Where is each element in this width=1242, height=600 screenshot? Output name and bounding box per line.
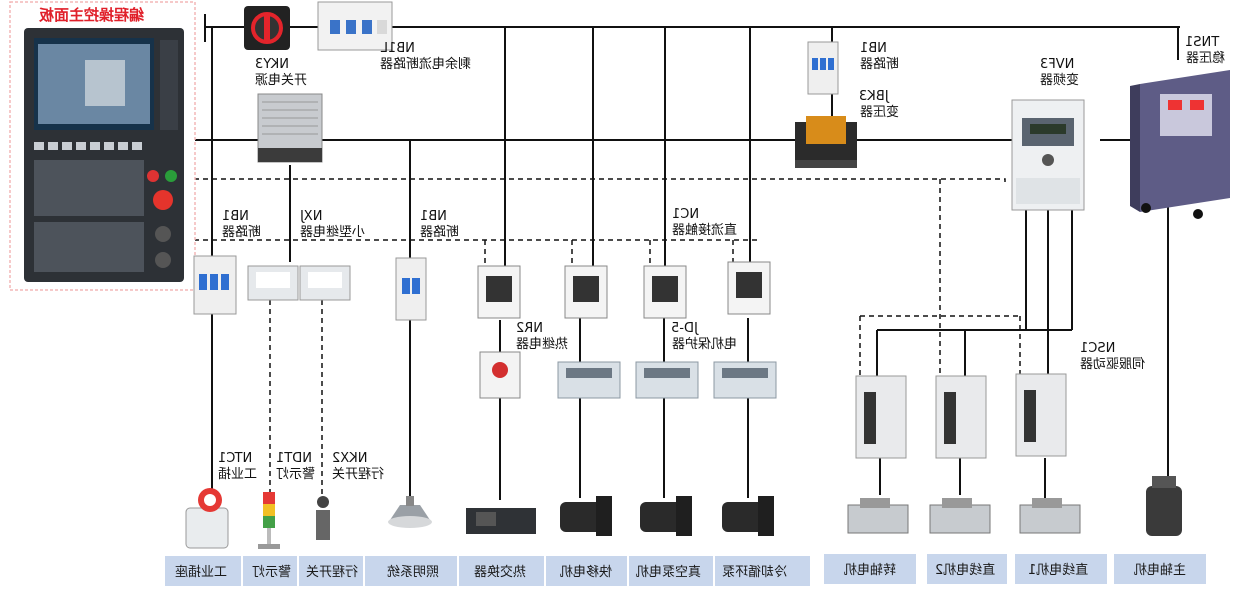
cat-industrial-socket: 工业插座 bbox=[175, 565, 227, 580]
label-ndt1: NDT1 警示灯 bbox=[276, 451, 315, 482]
svg-text:NR2: NR2 bbox=[516, 321, 543, 336]
jbk3-transformer bbox=[795, 116, 857, 168]
svg-text:电机保护器: 电机保护器 bbox=[672, 337, 737, 352]
svg-text:JD-5: JD-5 bbox=[671, 321, 699, 336]
label-nxj: NXJ 小型继电器 bbox=[300, 209, 365, 240]
tns1-stabilizer bbox=[1130, 70, 1230, 219]
nb1l-rcd bbox=[317, 1, 393, 51]
nb1-breaker-top bbox=[807, 41, 839, 95]
device-labels: NKY3 开关电源 NB1L 剩余电流断路器 NB1 断路器 JBK3 变压器 … bbox=[218, 35, 1225, 482]
cat-lighting-system: 照明系统 bbox=[387, 565, 439, 580]
cat-cooling-pump: 冷却循环泵 bbox=[722, 565, 787, 580]
svg-text:工业插: 工业插 bbox=[218, 467, 257, 482]
panel-title: 编程操控主面板 bbox=[38, 6, 144, 24]
svg-text:稳压器: 稳压器 bbox=[1186, 50, 1225, 66]
svg-text:JBK3: JBK3 bbox=[859, 89, 890, 104]
svg-text:NKY3: NKY3 bbox=[255, 57, 289, 72]
cat-heat-exchanger: 热交换器 bbox=[474, 564, 526, 580]
cat-vacuum-pump-motor: 真空泵电机 bbox=[636, 565, 701, 580]
cat-spindle-motor: 主轴电机 bbox=[1134, 563, 1186, 578]
power-supply bbox=[257, 93, 323, 163]
svg-text:NDT1: NDT1 bbox=[276, 451, 312, 466]
wires bbox=[185, 14, 1180, 500]
nky3-switch bbox=[244, 6, 290, 50]
loads bbox=[185, 476, 1182, 549]
svg-text:警示灯: 警示灯 bbox=[276, 466, 315, 482]
label-nsc1: NSC1 伺服驱动器 bbox=[1080, 341, 1145, 372]
label-nb1l: NB1L 剩余电流断路器 bbox=[380, 41, 471, 72]
label-nr2: NR2 热继电器 bbox=[516, 321, 568, 352]
svg-text:NSC1: NSC1 bbox=[1080, 341, 1115, 356]
contactors bbox=[477, 261, 771, 319]
label-ntc1: NTC1 工业插 bbox=[218, 451, 257, 482]
svg-text:行程开关: 行程开关 bbox=[332, 467, 384, 482]
label-tns1: TNS1 稳压器 bbox=[1185, 35, 1225, 66]
svg-text:NVF3: NVF3 bbox=[1040, 57, 1074, 72]
svg-text:NB1: NB1 bbox=[222, 209, 249, 224]
nb1-breaker-a bbox=[193, 255, 237, 315]
control-panel: 编程操控主面板 bbox=[9, 1, 196, 291]
label-nky3: NKY3 开关电源 bbox=[255, 57, 307, 88]
label-nvf3: NVF3 变频器 bbox=[1040, 57, 1079, 88]
label-jd5: JD-5 电机保护器 bbox=[671, 321, 737, 352]
cat-warning-light: 警示灯 bbox=[252, 564, 291, 580]
svg-text:TNS1: TNS1 bbox=[1185, 35, 1220, 50]
nr2-thermal-relay bbox=[479, 351, 521, 399]
svg-text:变频器: 变频器 bbox=[1040, 72, 1079, 88]
nvf3-inverter bbox=[1011, 99, 1085, 211]
svg-text:断路器: 断路器 bbox=[420, 224, 459, 240]
cat-rotary-motor: 转轴电机 bbox=[844, 563, 896, 578]
svg-text:NB1L: NB1L bbox=[380, 41, 415, 56]
label-nb1-a: NB1 断路器 bbox=[222, 209, 261, 240]
jd5-protectors bbox=[557, 361, 777, 399]
svg-text:小型继电器: 小型继电器 bbox=[300, 225, 365, 240]
cat-linear-motor-1: 直线电机1 bbox=[1028, 563, 1088, 578]
label-jbk3: JBK3 变压器 bbox=[859, 89, 899, 120]
label-nkx2: NKX2 行程开关 bbox=[332, 451, 384, 482]
svg-text:开关电源: 开关电源 bbox=[255, 73, 307, 88]
bottom-bar-left: 工业插座 警示灯 行程开关 照明系统 热交换器 快移电机 真空泵电机 冷却循环泵 bbox=[165, 556, 810, 586]
nxj-relay-1 bbox=[247, 265, 299, 301]
svg-text:NTC1: NTC1 bbox=[218, 451, 252, 466]
cat-limit-switch: 行程开关 bbox=[306, 565, 358, 580]
nb1-breaker-b bbox=[395, 257, 427, 321]
label-nb1-b: NB1 断路器 bbox=[420, 209, 459, 240]
svg-text:变压器: 变压器 bbox=[860, 104, 899, 120]
svg-text:NC1: NC1 bbox=[672, 207, 699, 222]
svg-text:NB1: NB1 bbox=[420, 209, 447, 224]
svg-text:剩余电流断路器: 剩余电流断路器 bbox=[380, 56, 471, 72]
svg-text:断路器: 断路器 bbox=[860, 56, 899, 72]
bottom-bar-right: 转轴电机 直线电机2 直线电机1 主轴电机 bbox=[824, 554, 1206, 584]
label-nc1: NC1 直流接触器 bbox=[672, 207, 737, 238]
svg-text:直流接触器: 直流接触器 bbox=[672, 222, 737, 238]
cat-linear-motor-2: 直线电机2 bbox=[935, 563, 995, 578]
nsc1-servo-drives bbox=[855, 373, 1067, 459]
svg-text:NB1: NB1 bbox=[860, 41, 887, 56]
svg-text:热继电器: 热继电器 bbox=[516, 337, 568, 352]
svg-text:断路器: 断路器 bbox=[222, 224, 261, 240]
svg-text:NKX2: NKX2 bbox=[332, 451, 367, 466]
svg-text:伺服驱动器: 伺服驱动器 bbox=[1080, 357, 1145, 372]
svg-text:NXJ: NXJ bbox=[300, 209, 322, 224]
nxj-relay-2 bbox=[299, 265, 351, 301]
cat-rapid-motor: 快移电机 bbox=[560, 565, 612, 580]
label-nb1-top: NB1 断路器 bbox=[860, 41, 899, 72]
